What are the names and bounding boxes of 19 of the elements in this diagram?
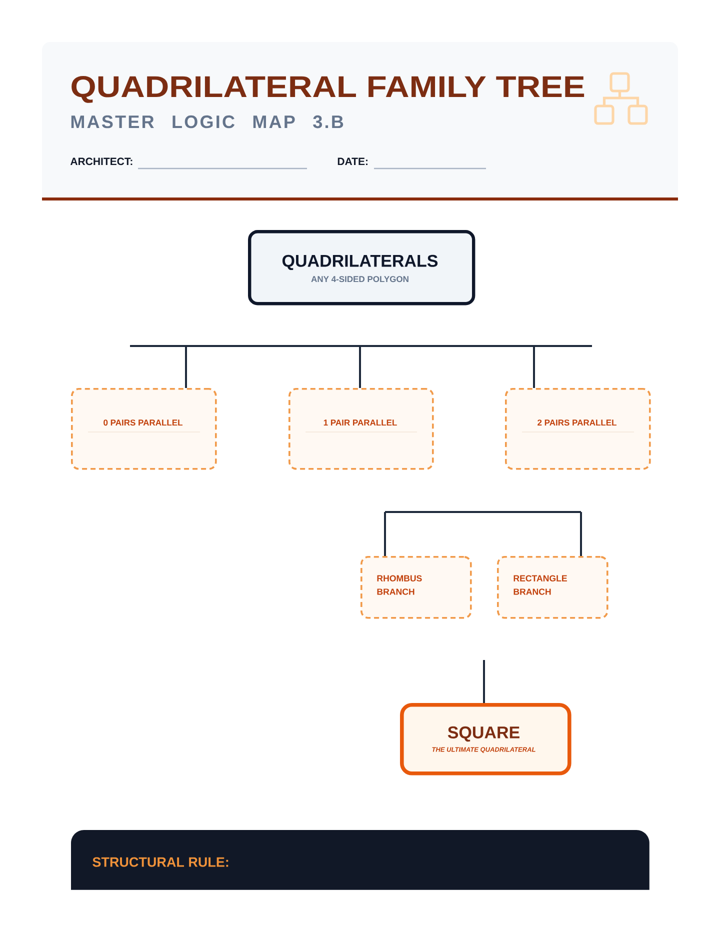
connector-line xyxy=(533,346,535,388)
branch-box: RECTANGLE BRANCH xyxy=(497,556,608,619)
category-box: 1 PAIR PARALLEL xyxy=(288,388,434,470)
rule-panel: STRUCTURAL RULE: xyxy=(71,830,650,890)
connector-line xyxy=(580,512,582,556)
title: QUADRILATERAL FAMILY TREE xyxy=(72,76,584,103)
subtitle: MASTER LOGIC MAP 3.B xyxy=(71,115,344,128)
connector-line xyxy=(359,346,361,388)
category-box: 0 PAIRS PARALLEL xyxy=(71,388,217,470)
category-box: 2 PAIRS PARALLEL xyxy=(505,388,651,470)
connector-line xyxy=(483,660,485,703)
connector-line xyxy=(130,345,592,347)
field-label: DATE: xyxy=(338,158,368,165)
field-label: ARCHITECT: xyxy=(70,158,132,166)
connector-line xyxy=(384,512,386,556)
connector-line xyxy=(385,511,581,513)
category-box: QUADRILATERALS ANY 4-SIDED POLYGON xyxy=(248,230,476,306)
branch-box: RHOMBUS BRANCH xyxy=(360,556,472,619)
connector-line xyxy=(185,346,187,388)
